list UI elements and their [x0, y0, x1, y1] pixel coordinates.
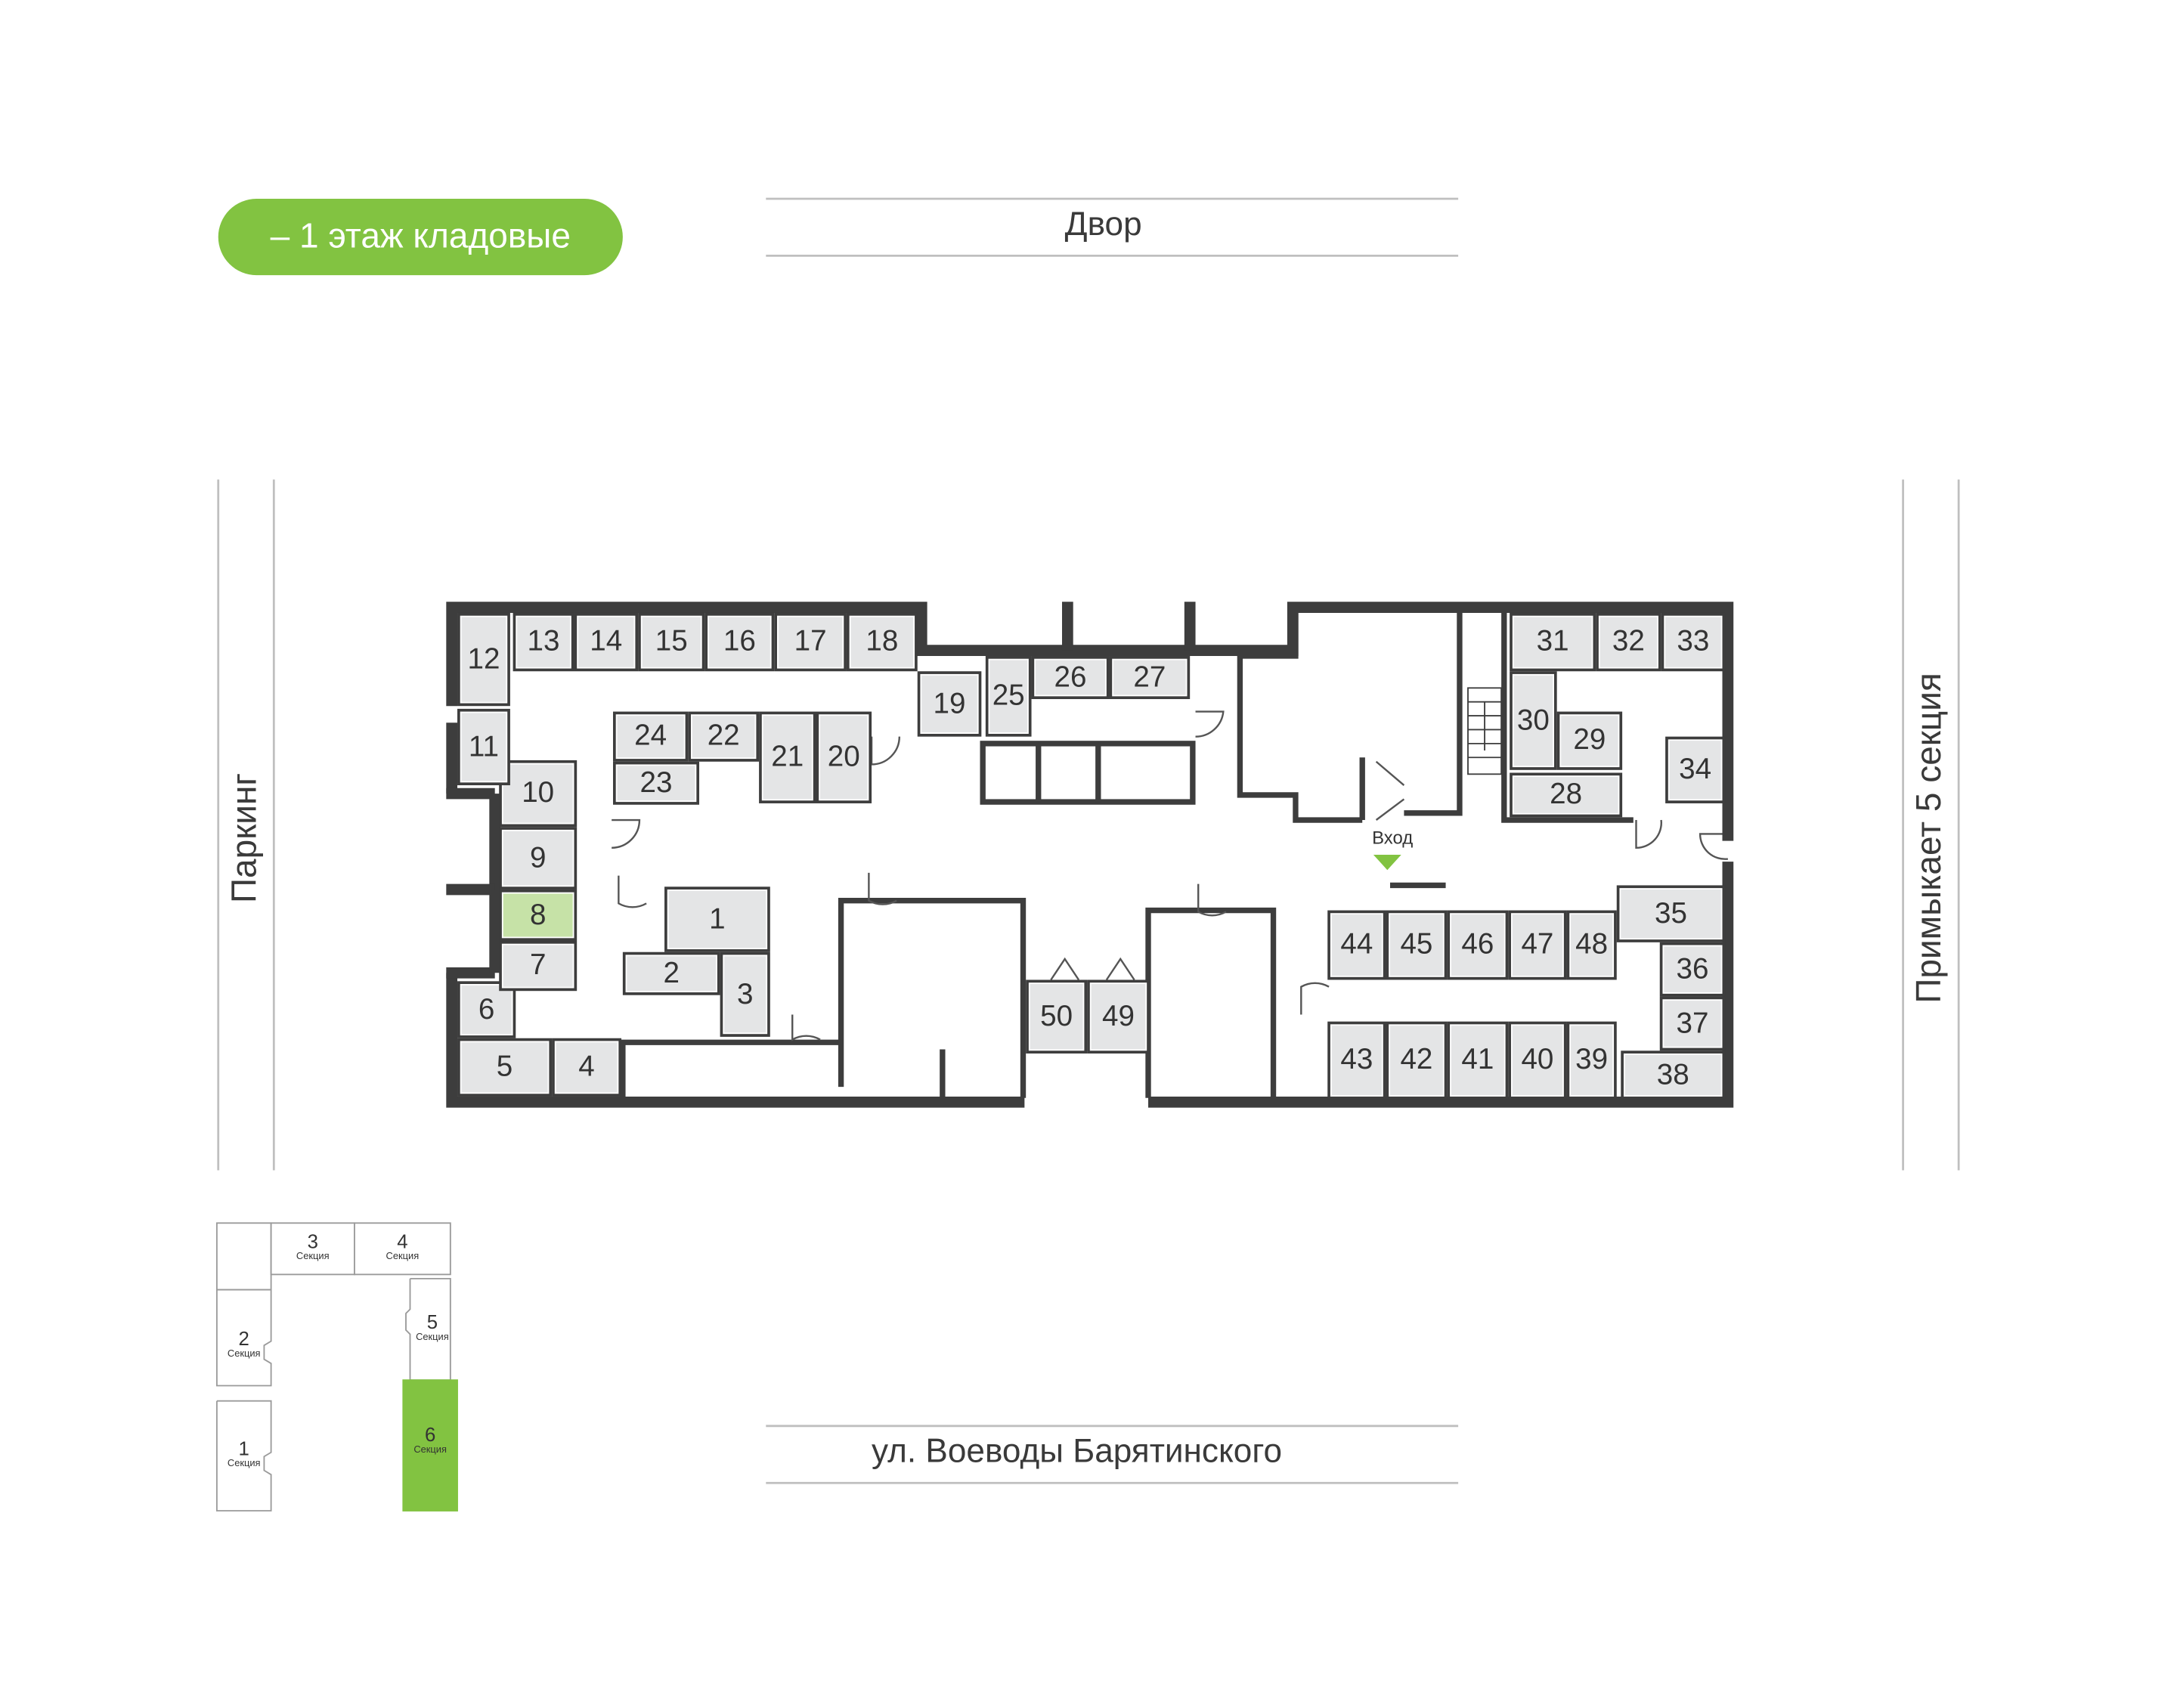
storage-room[interactable]: 47: [1508, 910, 1567, 980]
storage-room[interactable]: 10: [499, 760, 578, 828]
storage-room[interactable]: 11: [457, 708, 510, 786]
storage-room[interactable]: 32: [1596, 612, 1661, 672]
storage-room[interactable]: 40: [1508, 1021, 1567, 1100]
street-top: Двор: [1064, 206, 1142, 243]
entrance-label: Вход: [1372, 827, 1414, 848]
entrance-arrow-icon: [1373, 854, 1401, 871]
storage-room[interactable]: 45: [1386, 910, 1448, 980]
storage-room[interactable]: 23: [612, 761, 700, 805]
storage-room[interactable]: 12: [457, 612, 510, 707]
floor-label: – 1 этаж кладовые: [218, 198, 623, 276]
storage-room[interactable]: 4: [552, 1038, 622, 1097]
storage-room[interactable]: 34: [1665, 736, 1726, 803]
storage-room[interactable]: 39: [1566, 1021, 1617, 1100]
storage-room[interactable]: 7: [499, 941, 578, 992]
storage-room[interactable]: 20: [816, 711, 872, 803]
storage-room[interactable]: 3: [720, 951, 770, 1037]
storage-room[interactable]: 50: [1026, 979, 1088, 1054]
storage-room[interactable]: 18: [846, 612, 918, 672]
storage-room[interactable]: 16: [705, 612, 775, 672]
storage-room[interactable]: 28: [1510, 772, 1623, 818]
storage-room[interactable]: 25: [985, 656, 1032, 737]
storage-room[interactable]: 21: [759, 711, 816, 803]
storage-room[interactable]: 27: [1109, 656, 1191, 700]
storage-room[interactable]: 6: [457, 981, 516, 1038]
storage-room[interactable]: 30: [1510, 671, 1557, 770]
doors: [612, 710, 1729, 1041]
storage-room[interactable]: 31: [1510, 612, 1596, 672]
storage-room[interactable]: 44: [1327, 910, 1386, 980]
storage-room[interactable]: 19: [917, 671, 982, 737]
section-map: [215, 1222, 458, 1512]
storage-room[interactable]: 9: [499, 827, 578, 890]
storage-room[interactable]: 2: [622, 951, 720, 995]
storage-room[interactable]: 17: [774, 612, 847, 672]
stairs: [1467, 687, 1503, 775]
storage-room[interactable]: 5: [457, 1038, 553, 1097]
storage-room[interactable]: 33: [1661, 612, 1726, 672]
storage-room[interactable]: 15: [638, 612, 705, 672]
storage-room[interactable]: 24: [612, 711, 689, 762]
storage-room[interactable]: 48: [1566, 910, 1617, 980]
storage-room[interactable]: 41: [1447, 1021, 1509, 1100]
storage-room[interactable]: 8: [499, 889, 578, 942]
street-right: Примыкает 5 секция: [1909, 673, 1949, 1004]
storage-room[interactable]: 13: [513, 612, 574, 672]
storage-room[interactable]: 1: [664, 886, 770, 952]
outer-walls: [446, 602, 1734, 1108]
street-bottom: ул. Воеводы Барятинского: [872, 1433, 1283, 1471]
storage-room[interactable]: 46: [1447, 910, 1509, 980]
storage-room[interactable]: 37: [1659, 996, 1726, 1051]
storage-room[interactable]: 42: [1386, 1021, 1448, 1100]
storage-room[interactable]: 26: [1031, 656, 1110, 700]
storage-room[interactable]: 14: [574, 612, 639, 672]
storage-room[interactable]: 35: [1616, 885, 1726, 942]
storage-room[interactable]: 43: [1327, 1021, 1386, 1100]
storage-room[interactable]: 49: [1087, 979, 1150, 1054]
storage-room[interactable]: 36: [1659, 942, 1726, 997]
storage-room[interactable]: 29: [1556, 711, 1623, 770]
street-left: Паркинг: [225, 772, 265, 904]
street-lines: [217, 197, 1960, 1484]
storage-room[interactable]: 38: [1621, 1050, 1726, 1100]
storage-room[interactable]: 22: [688, 711, 760, 762]
